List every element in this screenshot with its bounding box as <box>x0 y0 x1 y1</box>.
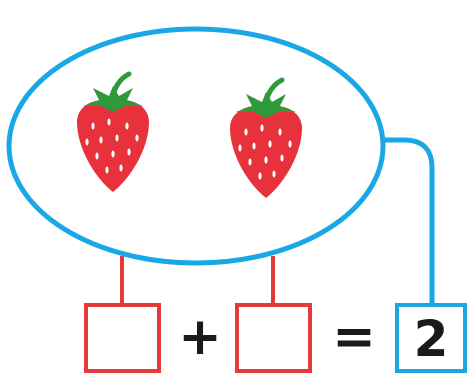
strawberry-group-outline <box>6 26 386 266</box>
equals-symbol: = <box>332 307 376 367</box>
total-value: 2 <box>414 310 449 368</box>
total-box <box>395 303 467 373</box>
second-addend-box[interactable] <box>235 303 312 373</box>
plus-symbol: + <box>178 307 222 367</box>
strawberry-icon <box>230 77 302 198</box>
total-connector <box>383 137 435 305</box>
first-addend-box[interactable] <box>84 303 161 373</box>
strawberry-icon <box>77 71 149 192</box>
